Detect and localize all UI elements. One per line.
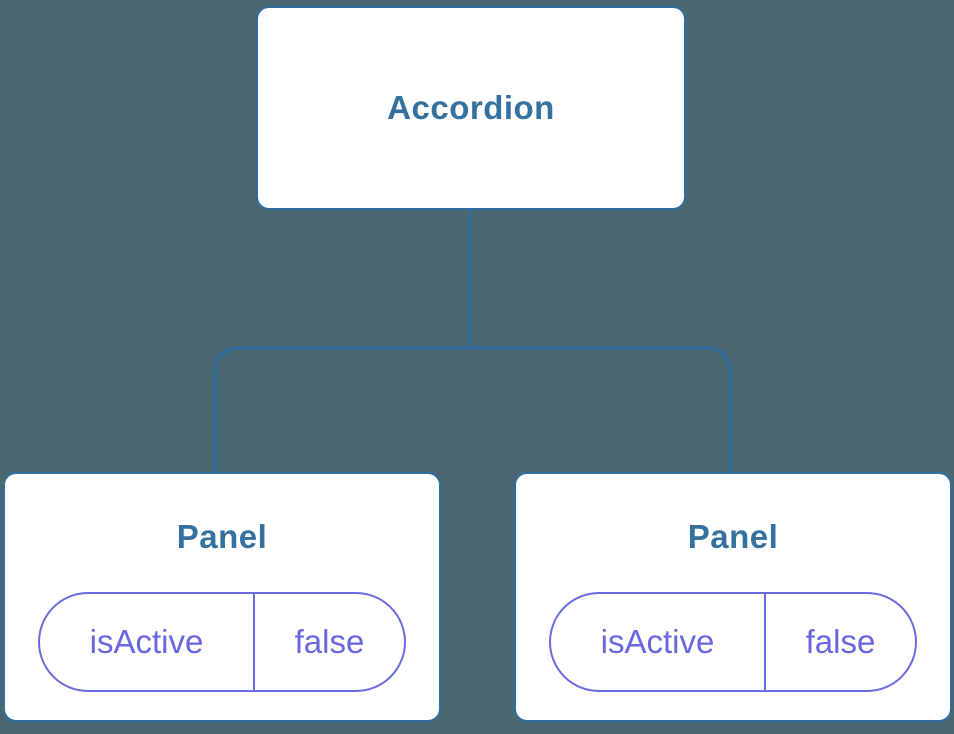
- state-key: isActive: [40, 594, 255, 690]
- accordion-node-label: Accordion: [387, 89, 555, 126]
- state-pill: isActive false: [38, 592, 406, 692]
- panel-node-label: Panel: [687, 518, 779, 555]
- panel-node-label: Panel: [176, 518, 268, 555]
- state-value: false: [294, 623, 365, 660]
- panel-node-right: Panel isActive false: [514, 472, 952, 722]
- state-key: isActive: [551, 594, 766, 690]
- panel-node-left: Panel isActive false: [3, 472, 441, 722]
- branch-connector-line: [213, 346, 732, 472]
- state-pill: isActive false: [549, 592, 917, 692]
- state-value: false: [805, 623, 876, 660]
- accordion-node: Accordion: [256, 6, 686, 210]
